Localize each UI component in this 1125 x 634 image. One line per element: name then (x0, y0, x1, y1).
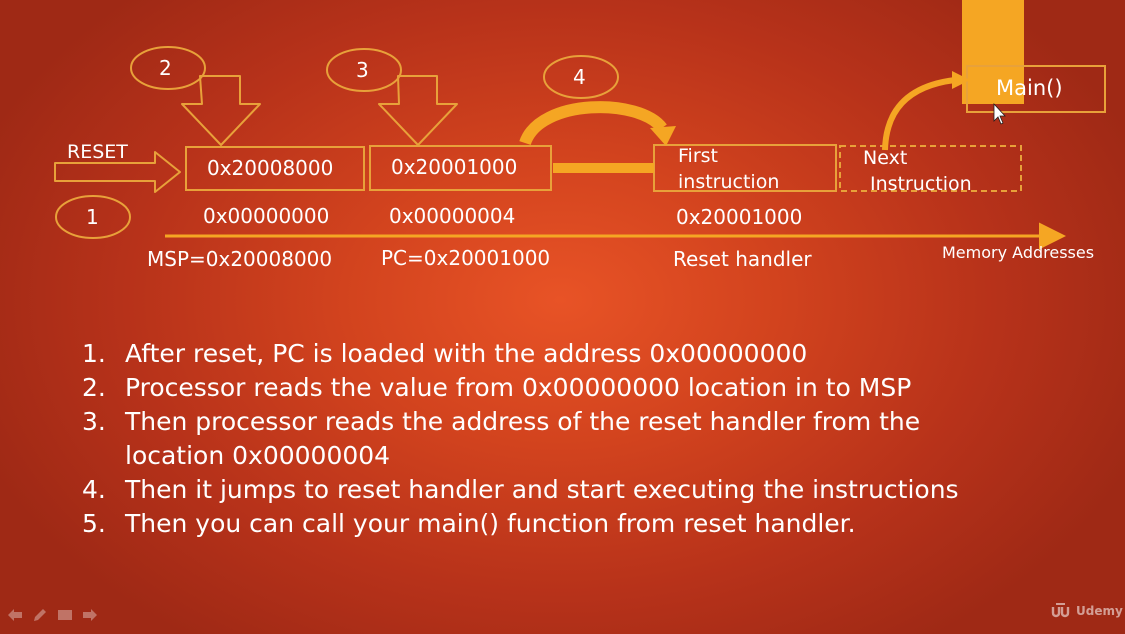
list-item-number: 4. (82, 475, 106, 504)
step-1-label: 1 (86, 205, 99, 229)
list-item-number (82, 439, 125, 473)
list-item: location 0x00000004 (82, 439, 959, 473)
list-item-number: 3. (82, 407, 106, 436)
main-call-curve (882, 77, 956, 151)
msp-caption: MSP=0x20008000 (147, 247, 333, 271)
jump-curve (519, 101, 667, 146)
list-item-number: 5. (82, 509, 106, 538)
reset-label: RESET (67, 141, 128, 163)
list-item: 1. After reset, PC is loaded with the ad… (82, 337, 959, 371)
main-label: Main() (996, 76, 1063, 100)
step-4-oval (543, 55, 619, 99)
address-handler: 0x20001000 (676, 205, 803, 229)
next-instruction-line2: Instruction (870, 173, 972, 195)
highlight-bar (962, 0, 1024, 104)
reset-vector-box (369, 145, 552, 191)
pen-icon[interactable] (32, 608, 48, 622)
down-arrow-3 (378, 75, 458, 146)
step-2-label: 2 (159, 56, 172, 80)
list-item-text: Processor reads the value from 0x0000000… (125, 373, 912, 402)
list-item-text: location 0x00000004 (125, 441, 391, 470)
brand-label: Udemy (1076, 604, 1123, 618)
step-2-oval (130, 46, 206, 90)
reset-handler-caption: Reset handler (673, 247, 812, 271)
msp-value: 0x20008000 (207, 156, 334, 180)
list-item-number: 2. (82, 373, 106, 402)
list-item-text: Then you can call your main() function f… (125, 509, 856, 538)
list-item-number: 1. (82, 339, 106, 368)
msp-value-box (185, 146, 365, 191)
list-item-text: Then it jumps to reset handler and start… (125, 475, 959, 504)
step-4-label: 4 (573, 65, 586, 89)
back-icon[interactable] (7, 608, 23, 622)
cursor-icon (993, 102, 1006, 125)
list-item: 4. Then it jumps to reset handler and st… (82, 473, 959, 507)
next-instruction-box (839, 145, 1022, 192)
memory-axis-label: Memory Addresses (942, 243, 1095, 262)
list-item-text: Then processor reads the address of the … (125, 407, 921, 436)
reset-vector-value: 0x20001000 (391, 155, 518, 179)
udemy-logo-icon (1051, 603, 1070, 618)
list-item: 5. Then you can call your main() functio… (82, 507, 959, 541)
reset-arrow (54, 151, 181, 193)
next-instruction-line1: Next (863, 147, 908, 169)
step-1-oval (55, 195, 131, 239)
jump-connector (553, 163, 654, 173)
first-instruction-line1: First (678, 145, 718, 167)
main-call-arrowhead (952, 71, 970, 89)
slides-icon[interactable] (57, 608, 73, 622)
list-item: 2. Processor reads the value from 0x0000… (82, 371, 959, 405)
jump-arrowhead (650, 126, 676, 146)
first-instruction-line2: instruction (678, 171, 780, 193)
forward-icon[interactable] (82, 608, 98, 622)
slide-controls (7, 606, 98, 624)
pc-caption: PC=0x20001000 (381, 246, 551, 270)
main-box (966, 65, 1106, 113)
step-3-label: 3 (356, 58, 369, 82)
list-item-text: After reset, PC is loaded with the addre… (125, 339, 808, 368)
step-3-oval (326, 48, 402, 92)
list-item: 3. Then processor reads the address of t… (82, 405, 959, 439)
address-4: 0x00000004 (389, 204, 516, 228)
address-0: 0x00000000 (203, 204, 330, 228)
udemy-watermark: Udemy (1050, 603, 1123, 619)
steps-list: 1. After reset, PC is loaded with the ad… (82, 337, 959, 541)
down-arrow-2 (181, 75, 261, 146)
